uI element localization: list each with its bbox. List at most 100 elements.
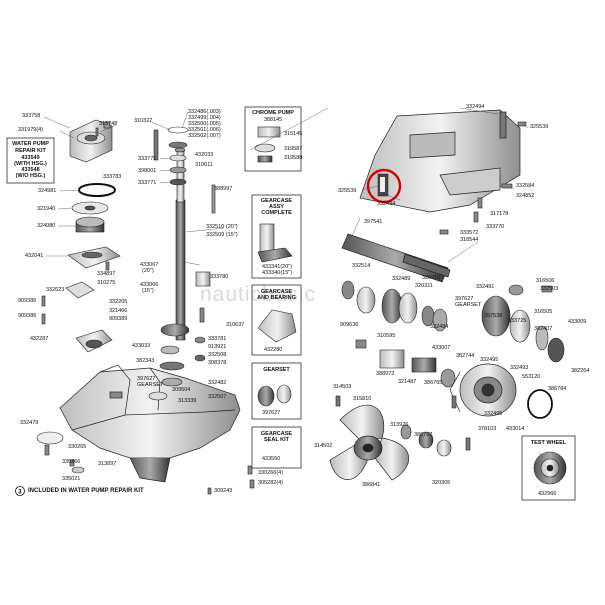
part-label: 333780: [210, 274, 229, 280]
washer-335021: [69, 459, 85, 474]
impeller-324980: [75, 216, 105, 233]
part-label: 310637: [226, 322, 245, 328]
prop-hardware: [335, 395, 452, 457]
part-label: 386841: [362, 482, 381, 488]
part-label: 397541: [364, 219, 383, 225]
part-label: 310611: [195, 162, 213, 168]
part-label: 388973: [376, 371, 395, 377]
part-label: 315145: [284, 131, 303, 137]
small-parts-mid: [355, 339, 471, 451]
part-label: 314502: [314, 443, 333, 449]
svg-text:3: 3: [18, 490, 22, 496]
part-label: 332584: [516, 183, 535, 189]
part-label: 333725: [508, 318, 527, 324]
part-label: 332502(.007): [188, 133, 221, 139]
cover-332623: [65, 281, 113, 353]
part-label: 310327: [134, 118, 153, 124]
part-label: 316505: [534, 309, 553, 315]
part-label: 305282(4): [258, 480, 284, 486]
part-label: 332482: [208, 380, 227, 386]
o-ring-324981: [78, 183, 116, 197]
gearset-icon: [257, 384, 292, 407]
gearcase-assy-title: GEARCASE ASSY COMPLETE: [260, 198, 293, 216]
gearcase-bearing-icon: [257, 309, 297, 343]
pinion-gear-assembly: [148, 271, 211, 401]
part-label: 397627: [137, 376, 156, 382]
gearcase-seal-part: 433550: [262, 456, 281, 462]
part-label: 310595: [377, 333, 396, 339]
part-label: 331979(4): [18, 127, 44, 133]
part-label: 332494: [466, 104, 485, 110]
part-label: 332486(.003): [188, 109, 221, 115]
part-label: 332494: [377, 201, 396, 207]
part-label: 388997: [214, 186, 233, 192]
part-label: 386787: [414, 432, 433, 438]
part-label: 333771: [138, 156, 157, 162]
part-label: 320310: [422, 275, 441, 281]
part-label: 332499(.004): [188, 115, 221, 121]
part-label: 433009: [568, 319, 587, 325]
part-label: 553120: [522, 374, 541, 380]
part-label: 909636: [340, 322, 359, 328]
part-label: 318544: [460, 237, 479, 243]
water-pump-kit-title: WATER PUMP REPAIR KIT: [12, 141, 49, 154]
part-label: 332484: [430, 324, 449, 330]
part-label: 386784: [548, 386, 567, 392]
part-label: 433014: [506, 426, 525, 432]
part-label: 309243: [214, 488, 233, 494]
part-label: (20"): [142, 268, 154, 274]
part-label: 909389: [109, 316, 128, 322]
part-label: 913921: [208, 344, 227, 350]
part-label: 333770: [486, 224, 505, 230]
part-label: 330265: [68, 444, 87, 450]
part-label: 319588: [284, 155, 303, 161]
part-label: GEARSET: [455, 302, 482, 308]
part-label: 314503: [333, 384, 352, 390]
part-label: 332495: [480, 357, 499, 363]
part-label: 382343: [136, 358, 155, 364]
part-label: 332500(.005): [188, 121, 221, 127]
part-label: GEARSET: [137, 382, 164, 388]
part-label: 382407: [534, 326, 553, 332]
part-label: 397538: [484, 313, 503, 319]
part-label: 332205: [109, 299, 128, 305]
part-label: 332623: [46, 287, 65, 293]
gearset-part: 397627: [262, 410, 281, 416]
part-label: 316506: [536, 278, 555, 284]
bearing-carrier: [449, 363, 517, 417]
part-label: 330266: [62, 459, 81, 465]
part-label: 324852: [516, 193, 535, 199]
part-label: 398001: [138, 168, 157, 174]
part-label: 320305: [432, 480, 451, 486]
part-label: 313897: [98, 461, 117, 467]
shims-332486: [153, 126, 189, 186]
part-label: 319587: [284, 146, 303, 152]
part-label: 432287: [30, 336, 49, 342]
water-pump-kit-box: [6, 137, 55, 184]
propeller: [329, 404, 410, 481]
part-label: 321940: [37, 206, 56, 212]
part-label: 433067: [140, 262, 159, 268]
part-label: 325539: [338, 188, 357, 194]
part-label: 382744: [456, 353, 475, 359]
test-wheel-part: 432966: [538, 491, 557, 497]
part-label: 330266(4): [258, 470, 284, 476]
anode-332479: [36, 431, 64, 456]
part-label: 433033: [132, 343, 151, 349]
part-label: 332507: [208, 394, 227, 400]
part-label: 315748: [99, 121, 118, 127]
test-wheel-title: TEST WHEEL: [530, 440, 567, 446]
chrome-pump-title: CHROME PUMP: [252, 110, 294, 116]
part-label: 321466: [109, 308, 128, 314]
pump-base-432041: [67, 246, 121, 269]
part-label: 308378: [208, 360, 227, 366]
part-label: 332509 (15"): [206, 232, 238, 238]
chrome-pump-parts: [254, 126, 281, 163]
part-label: 332479: [20, 420, 39, 426]
part-label: 433066: [140, 282, 159, 288]
part-label: 397627: [455, 296, 474, 302]
part-label: 333758: [22, 113, 41, 119]
gearcase-seal-title: GEARCASE SEAL KIT: [260, 431, 293, 443]
